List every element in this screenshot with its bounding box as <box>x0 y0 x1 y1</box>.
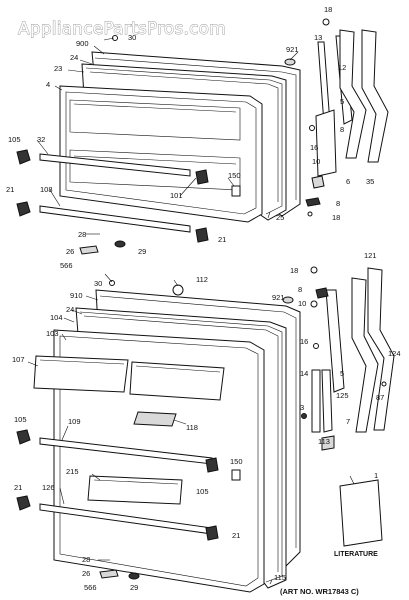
label: 108 <box>40 185 53 194</box>
label: 566 <box>60 261 73 270</box>
label: 30 <box>128 33 136 42</box>
top-callouts: 18 30 900 24 23 4 921 13 12 5 8 16 10 10… <box>6 5 374 270</box>
label: 566 <box>84 583 97 592</box>
label: 103 <box>46 329 59 338</box>
label: 87 <box>376 393 384 402</box>
art-number: (ART NO. WR17843 C) <box>280 587 359 596</box>
label: 28 <box>82 555 90 564</box>
label: 910 <box>70 291 83 300</box>
label: 24 <box>70 53 78 62</box>
label: 126 <box>42 483 55 492</box>
label: 21 <box>218 235 226 244</box>
label: 3 <box>300 403 304 412</box>
label: 8 <box>298 285 302 294</box>
label: 7 <box>346 417 350 426</box>
freezer-hinge-parts <box>305 18 389 217</box>
literature-label: LITERATURE <box>334 551 378 558</box>
label: 6 <box>346 177 350 186</box>
label: 107 <box>12 355 25 364</box>
callout-leaders <box>27 37 355 585</box>
label: 215 <box>66 467 79 476</box>
label: 8 <box>336 199 340 208</box>
label: 18 <box>290 266 298 275</box>
label: 1 <box>374 471 378 480</box>
label: 105 <box>8 135 21 144</box>
label: 21 <box>232 531 240 540</box>
label: 5 <box>340 369 344 378</box>
label: 21 <box>6 185 14 194</box>
label: 115 <box>274 573 286 582</box>
label: 16 <box>300 337 308 346</box>
label: 29 <box>138 247 146 256</box>
label: 12 <box>338 63 346 72</box>
label: 29 <box>130 583 138 592</box>
label: 35 <box>366 177 374 186</box>
fresh-food-door-assembly <box>16 280 301 593</box>
label: 4 <box>46 80 50 89</box>
label: 105 <box>196 487 209 496</box>
label: 121 <box>364 251 377 260</box>
label: 10 <box>312 157 320 166</box>
label: 124 <box>388 349 401 358</box>
label: 105 <box>14 415 27 424</box>
label: 18 <box>324 5 332 14</box>
label: 5 <box>340 97 344 106</box>
label: 16 <box>310 143 318 152</box>
label: 18 <box>332 213 340 222</box>
label: 921 <box>272 293 285 302</box>
label: 21 <box>14 483 22 492</box>
freezer-door-assembly <box>16 35 301 255</box>
label: 112 <box>196 275 208 284</box>
label: 125 <box>336 391 349 400</box>
label: 900 <box>76 39 89 48</box>
label: 32 <box>37 135 45 144</box>
label: 30 <box>94 279 102 288</box>
fresh-food-hinge-parts <box>301 266 395 547</box>
label: 921 <box>286 45 299 54</box>
label: 113 <box>318 437 330 446</box>
label: 109 <box>68 417 81 426</box>
label: 150 <box>230 457 243 466</box>
label: 10 <box>298 299 306 308</box>
label: 104 <box>50 313 63 322</box>
label: 101 <box>170 191 183 200</box>
label: 25 <box>276 213 284 222</box>
label: 14 <box>300 369 308 378</box>
label: 118 <box>186 423 198 432</box>
bottom-callouts: 30 112 18 910 24 104 921 103 107 8 16 10… <box>12 251 401 592</box>
label: 28 <box>78 230 86 239</box>
label: 13 <box>314 33 322 42</box>
label: 26 <box>66 247 74 256</box>
label: 26 <box>82 569 90 578</box>
label: 23 <box>54 64 62 73</box>
label: 8 <box>340 125 344 134</box>
watermark-text: AppliancePartsPros.com <box>18 19 226 39</box>
label: 150 <box>228 171 241 180</box>
label: 24 <box>66 305 74 314</box>
